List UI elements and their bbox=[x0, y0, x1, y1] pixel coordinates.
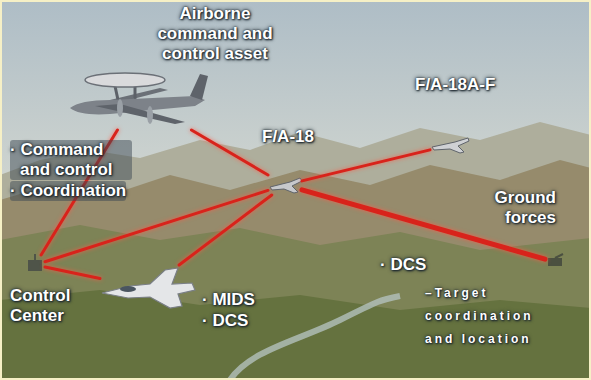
station-node: Control Center bbox=[25, 255, 45, 275]
aircraft-node: F/A-18 bbox=[268, 175, 302, 195]
ground-vehicle bbox=[548, 254, 563, 266]
datalink-line bbox=[45, 267, 100, 278]
node-label: F/A-18A-F bbox=[415, 75, 495, 95]
aew-aircraft bbox=[70, 73, 208, 124]
aircraft-node: Airborne command and control asset bbox=[62, 66, 212, 130]
ground-node: Ground forces bbox=[545, 252, 565, 272]
fighter-aircraft bbox=[432, 138, 469, 153]
annotation-label: · Coordination bbox=[10, 181, 126, 201]
node-label: Ground forces bbox=[476, 188, 556, 228]
node-label: Airborne command and control asset bbox=[150, 4, 280, 64]
node-label: F/A-18 bbox=[262, 127, 314, 147]
annotation-label: · DCS bbox=[380, 255, 426, 275]
fighter-aircraft bbox=[270, 178, 302, 193]
node-label: · DCS bbox=[202, 311, 248, 331]
datalink-line bbox=[45, 190, 268, 261]
ground-station bbox=[28, 254, 42, 271]
annotation-label: –Target coordination and location bbox=[425, 282, 563, 351]
aircraft-node: · MIDS· DCS bbox=[100, 265, 196, 312]
river bbox=[230, 296, 400, 380]
aircraft-node: F/A-18A-F bbox=[430, 135, 470, 155]
node-label: Control Center bbox=[10, 286, 90, 326]
node-label: · MIDS bbox=[202, 290, 255, 310]
datalink-line bbox=[179, 195, 272, 265]
datalink-line bbox=[302, 150, 430, 181]
fighter-aircraft bbox=[102, 268, 195, 308]
datalink-line bbox=[191, 130, 268, 175]
annotation-label: · Command and control bbox=[10, 140, 132, 180]
